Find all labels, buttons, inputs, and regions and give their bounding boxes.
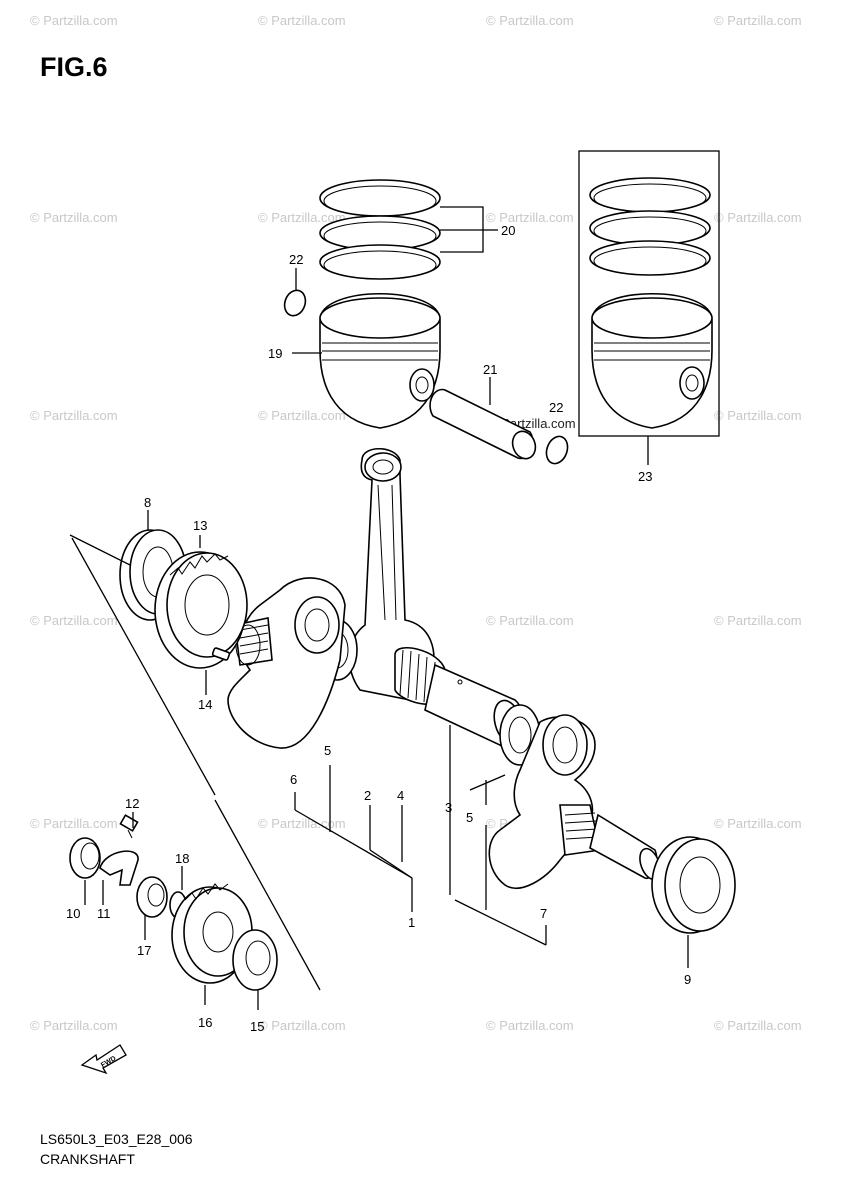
callout-13: 13 <box>193 518 207 533</box>
spacer-part <box>136 876 168 918</box>
callout-22: 22 <box>289 252 303 267</box>
diagram-code: LS650L3_E03_E28_006 <box>40 1131 193 1147</box>
callout-17: 17 <box>137 943 151 958</box>
bolt-part <box>119 814 139 839</box>
watermark: © Partzilla.com <box>258 13 346 28</box>
watermark: © Partzilla.com <box>30 210 118 225</box>
watermark: © Partzilla.com <box>714 408 802 423</box>
callout-5b: 5 <box>466 810 473 825</box>
callout-18: 18 <box>175 851 189 866</box>
watermark: © Partzilla.com <box>30 13 118 28</box>
callout-9: 9 <box>684 972 691 987</box>
callout-2: 2 <box>364 788 371 803</box>
watermark: © Partzilla.com <box>258 408 346 423</box>
watermark: © Partzilla.com <box>486 210 574 225</box>
callout-7: 7 <box>540 906 547 921</box>
callout-5: 5 <box>324 743 331 758</box>
watermark: © Partzilla.com <box>30 613 118 628</box>
woodruff-key-part <box>211 647 231 661</box>
watermark: © Partzilla.com <box>486 613 574 628</box>
diagram-caption: CRANKSHAFT <box>40 1151 135 1167</box>
callout-22b: 22 <box>549 400 563 415</box>
piston-set-box <box>578 150 720 437</box>
callout-10: 10 <box>66 906 80 921</box>
piston-rings-part <box>319 179 441 280</box>
watermark: © Partzilla.com <box>714 210 802 225</box>
retainer-plate-part <box>99 850 139 886</box>
callout-23: 23 <box>638 469 652 484</box>
watermark: © Partzilla.com <box>714 816 802 831</box>
callout-6: 6 <box>290 772 297 787</box>
piston-pin-part <box>429 388 537 460</box>
callout-19: 19 <box>268 346 282 361</box>
callout-16: 16 <box>198 1015 212 1030</box>
callout-12: 12 <box>125 796 139 811</box>
primary-drive-gear-part <box>154 551 248 669</box>
small-gear-part <box>232 929 278 991</box>
piston-pin-circlip-part <box>283 289 307 317</box>
watermark: © Partzilla.com <box>714 13 802 28</box>
watermark: © Partzilla.com <box>714 613 802 628</box>
crankshaft-right-part <box>488 714 661 889</box>
callout-4: 4 <box>397 788 404 803</box>
callout-labels: 1 2 3 4 5 5 6 7 8 9 10 11 12 13 14 15 16… <box>66 223 691 1034</box>
callout-21: 21 <box>483 362 497 377</box>
figure-title: FIG.6 <box>40 52 108 82</box>
callout-1: 1 <box>408 915 415 930</box>
watermark: © Partzilla.com <box>30 1018 118 1033</box>
boundary-line <box>69 534 131 566</box>
watermark: © Partzilla.com <box>714 1018 802 1033</box>
callout-15: 15 <box>250 1019 264 1034</box>
watermark: © Partzilla.com <box>486 13 574 28</box>
piston-set-part <box>589 177 713 429</box>
watermark: © Partzilla.com <box>258 1018 346 1033</box>
watermark: © Partzilla.com <box>258 816 346 831</box>
callout-14: 14 <box>198 697 212 712</box>
boundary-line <box>71 537 216 796</box>
piston-pin-circlip-part <box>545 435 569 465</box>
main-bearing-right-part <box>651 836 736 934</box>
boundary-line <box>214 799 321 991</box>
forward-direction-arrow: FWD <box>80 1044 127 1075</box>
callout-8: 8 <box>144 495 151 510</box>
watermark: © Partzilla.com <box>30 408 118 423</box>
watermark: © Partzilla.com <box>486 1018 574 1033</box>
watermark: © Partzilla.com <box>258 210 346 225</box>
piston-part <box>319 292 441 429</box>
watermark: © Partzilla.com <box>30 816 118 831</box>
crankshaft-left-part <box>227 577 346 749</box>
callout-3: 3 <box>445 800 452 815</box>
callout-20: 20 <box>501 223 515 238</box>
callout-11: 11 <box>97 906 111 921</box>
assembly-leader-lines <box>294 725 547 946</box>
oil-seal-part <box>69 837 101 879</box>
